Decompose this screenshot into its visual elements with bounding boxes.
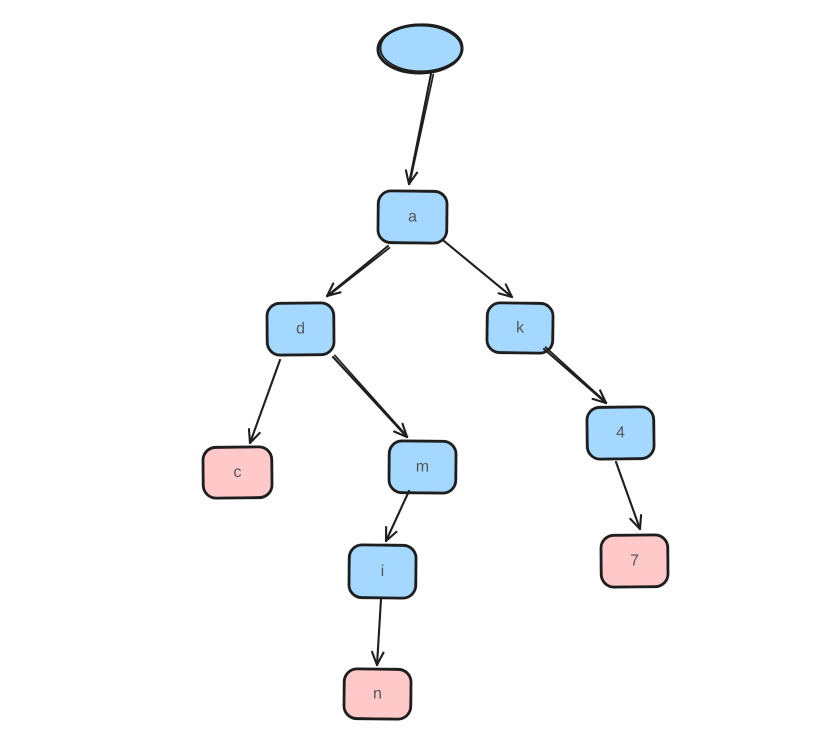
node-7[interactable]: 7 [599, 533, 670, 589]
node-m[interactable]: m [387, 439, 458, 495]
node-a[interactable]: a [376, 189, 449, 245]
node-i[interactable]: i [347, 543, 418, 600]
edge-d-c[interactable] [247, 358, 282, 445]
edge-root-a[interactable] [404, 72, 435, 186]
node-label-i: i [381, 563, 385, 580]
edge-4-7[interactable] [614, 460, 643, 531]
node-d[interactable]: d [265, 301, 336, 357]
edge-k-4[interactable] [542, 346, 608, 405]
node-label-c: c [233, 464, 241, 481]
edge-i-n[interactable] [371, 597, 385, 667]
node-4[interactable]: 4 [585, 405, 656, 461]
node-label-4: 4 [616, 424, 625, 441]
node-label-m: m [416, 458, 429, 475]
node-label-7: 7 [630, 552, 639, 569]
node-label-d: d [296, 320, 305, 337]
edge-a-k[interactable] [442, 239, 514, 299]
edge-d-m[interactable] [331, 354, 409, 439]
node-root[interactable] [376, 23, 464, 75]
edge-m-i[interactable] [384, 489, 411, 543]
node-n[interactable]: n [342, 667, 413, 721]
edge-a-d[interactable] [325, 244, 391, 298]
node-k[interactable]: k [485, 301, 555, 355]
node-label-n: n [373, 685, 382, 702]
node-label-a: a [408, 208, 417, 225]
node-c[interactable]: c [201, 445, 274, 500]
node-label-k: k [516, 319, 525, 336]
